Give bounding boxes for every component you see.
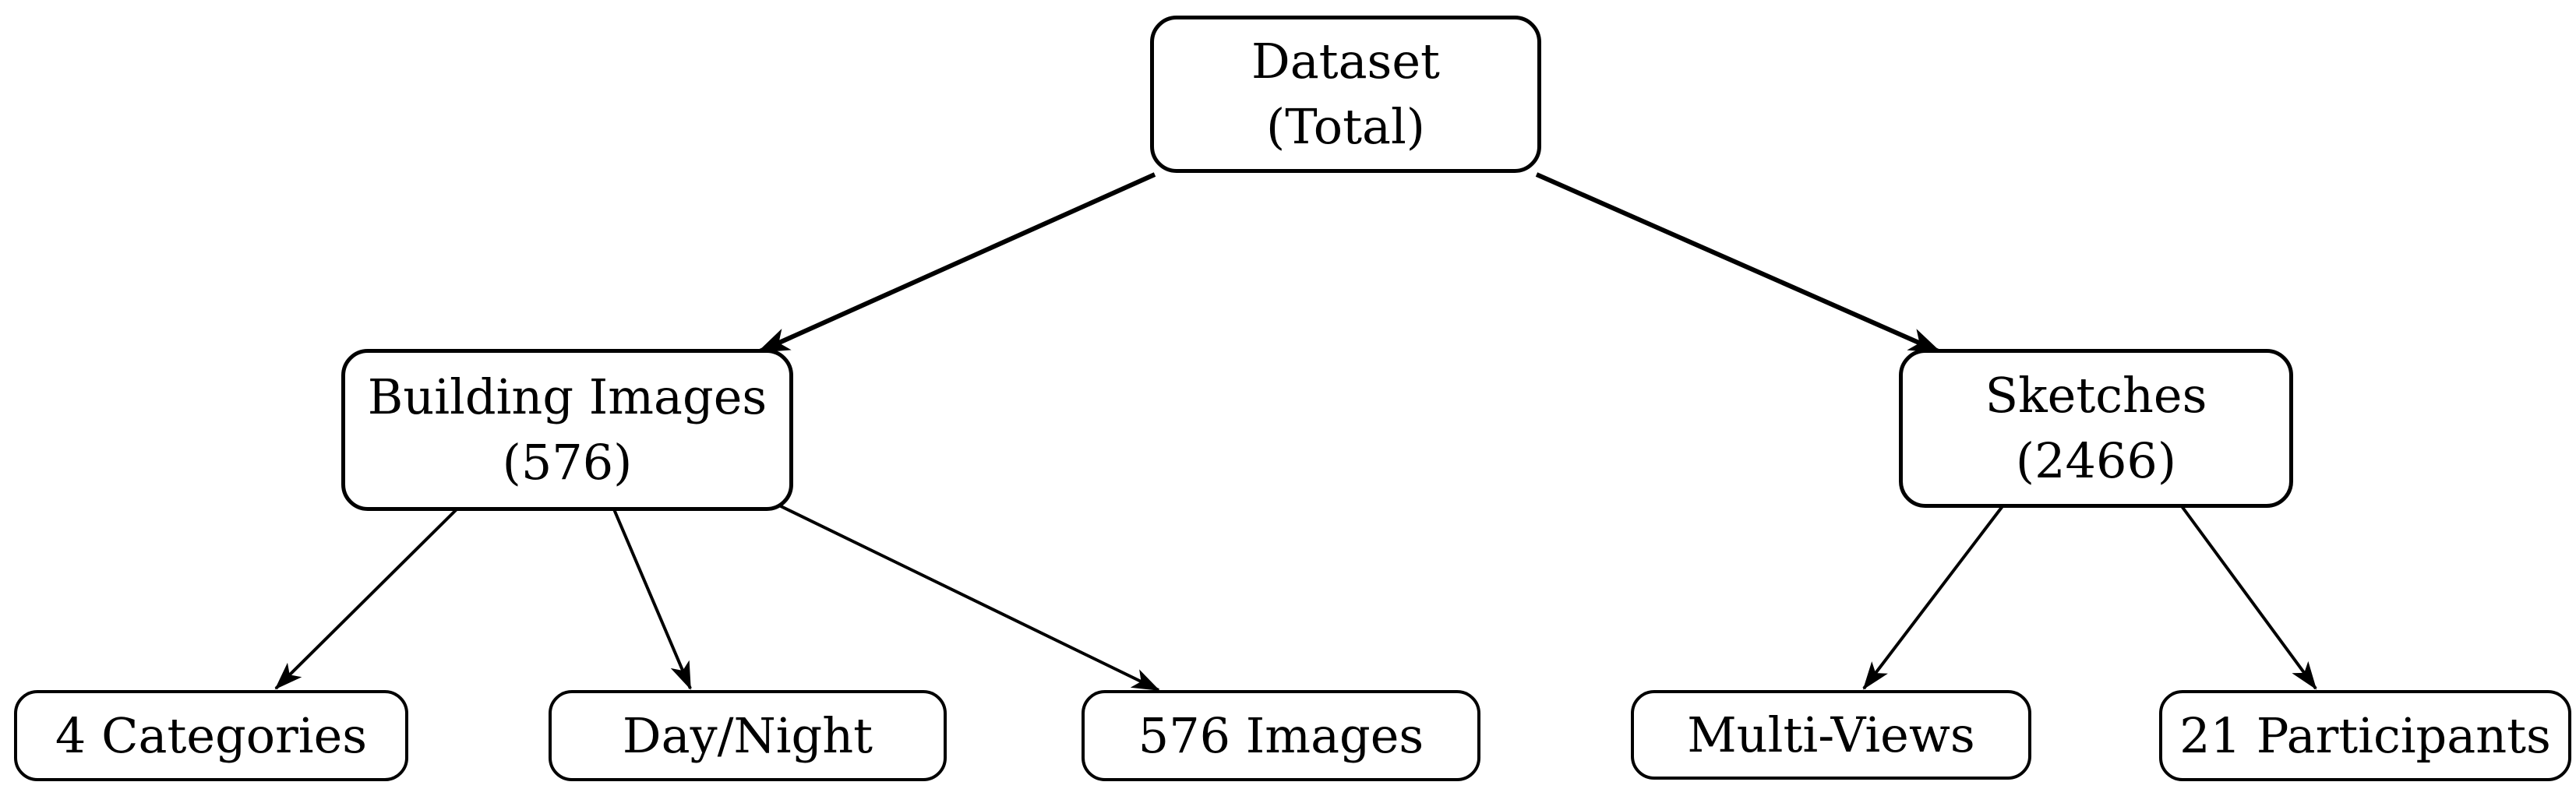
node-dataset-count: (Total) (1266, 98, 1425, 155)
node-day-night-label: Day/Night (622, 706, 873, 764)
node-dataset-label: Dataset (1251, 33, 1440, 90)
node-multi-views-label: Multi-Views (1687, 706, 1975, 763)
node-building-images: Building Images (576) (341, 349, 793, 511)
arrow-sketches-to-21-participants (2180, 505, 2317, 690)
arrow-building-images-to-576-images (777, 503, 1160, 692)
arrow-building-images-to-categories (274, 508, 458, 690)
node-576-images: 576 Images (1082, 690, 1480, 781)
node-multi-views: Multi-Views (1631, 690, 2031, 780)
node-4-categories-label: 4 Categories (55, 706, 368, 764)
node-day-night: Day/Night (549, 690, 947, 781)
node-building-images-label: Building Images (367, 368, 768, 425)
node-sketches-label: Sketches (1985, 367, 2207, 424)
node-sketches: Sketches (2466) (1899, 349, 2293, 508)
node-sketches-count: (2466) (2015, 432, 2177, 489)
node-576-images-label: 576 Images (1138, 706, 1424, 764)
node-dataset: Dataset (Total) (1150, 16, 1541, 173)
node-21-participants-label: 21 Participants (2179, 706, 2551, 764)
node-21-participants: 21 Participants (2159, 690, 2571, 781)
node-building-images-count: (576) (502, 434, 633, 491)
arrow-building-images-to-day-night (612, 509, 692, 690)
arrow-dataset-to-building-images (757, 172, 1156, 354)
node-4-categories: 4 Categories (14, 690, 408, 781)
arrow-sketches-to-multi-views (1862, 505, 2004, 690)
arrow-dataset-to-sketches (1535, 172, 1942, 354)
